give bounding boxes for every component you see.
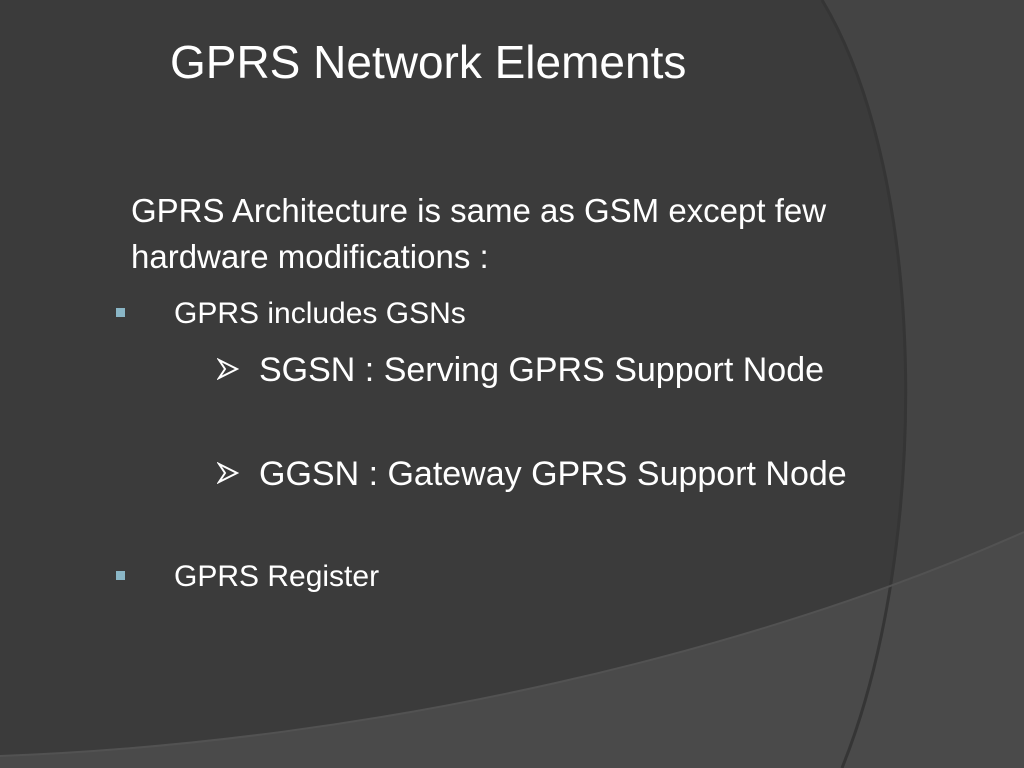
sub-bullet-text: SGSN : Serving GPRS Support Node	[259, 351, 825, 389]
arrow-bullet-icon	[217, 358, 239, 380]
sub-bullet-text: GGSN : Gateway GPRS Support Node	[259, 455, 847, 493]
slide-title: GPRS Network Elements	[170, 36, 687, 88]
bullet-text: GPRS Register	[174, 560, 380, 593]
arrow-bullet-icon	[217, 462, 239, 484]
square-bullet-icon	[116, 571, 125, 580]
bullet-text: GPRS includes GSNs	[174, 297, 466, 330]
square-bullet-icon	[116, 308, 125, 317]
intro-paragraph: GPRS Architecture is same as GSM except …	[131, 192, 827, 275]
